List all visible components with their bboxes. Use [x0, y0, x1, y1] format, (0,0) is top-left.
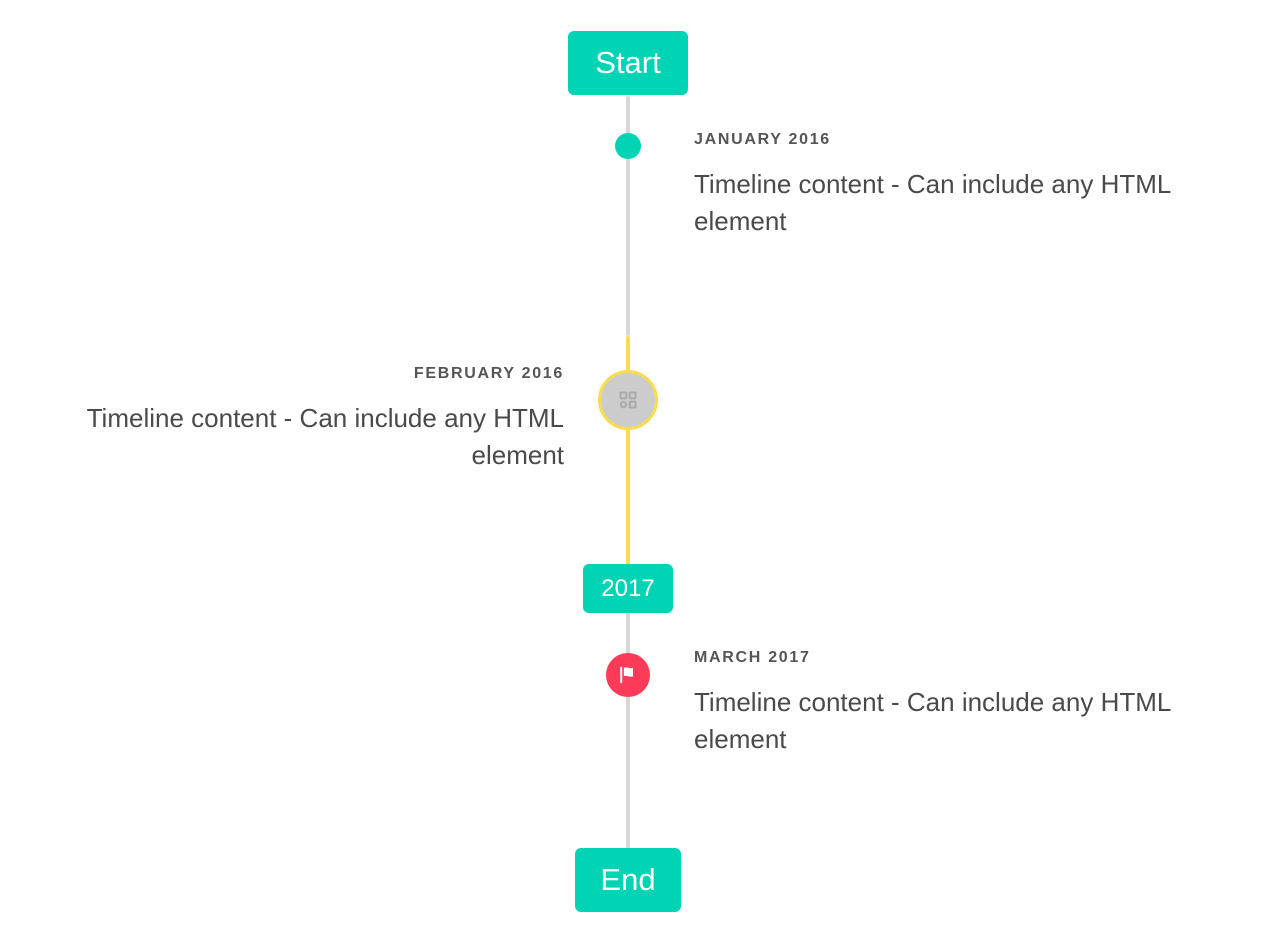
timeline-entry-label: March 2017	[694, 649, 811, 666]
start-badge[interactable]: Start	[568, 31, 688, 95]
year-badge[interactable]: 2017	[583, 564, 673, 613]
timeline-entry-february: February 2016 Timeline content - Can inc…	[40, 364, 564, 474]
timeline-entry-march: March 2017 Timeline content - Can includ…	[694, 648, 1218, 758]
timeline-entry-body: Timeline content - Can include any HTML …	[694, 687, 1171, 755]
end-badge[interactable]: End	[575, 848, 681, 912]
timeline-entry-label: January 2016	[694, 131, 831, 148]
timeline-entry-label: February 2016	[413, 365, 564, 382]
timeline-line-segment-bottom	[626, 612, 630, 852]
flag-icon	[617, 664, 639, 686]
timeline-entry-body: Timeline content - Can include any HTML …	[86, 403, 564, 471]
dot-marker[interactable]	[615, 133, 641, 159]
image-icon	[618, 390, 638, 410]
image-circle-marker[interactable]	[598, 370, 658, 430]
flag-marker[interactable]	[606, 653, 650, 697]
timeline-entry-body: Timeline content - Can include any HTML …	[694, 169, 1171, 237]
timeline-entry-january: January 2016 Timeline content - Can incl…	[694, 130, 1218, 240]
timeline-line-segment-top	[626, 96, 630, 336]
timeline-line-segment-highlighted	[626, 336, 630, 566]
